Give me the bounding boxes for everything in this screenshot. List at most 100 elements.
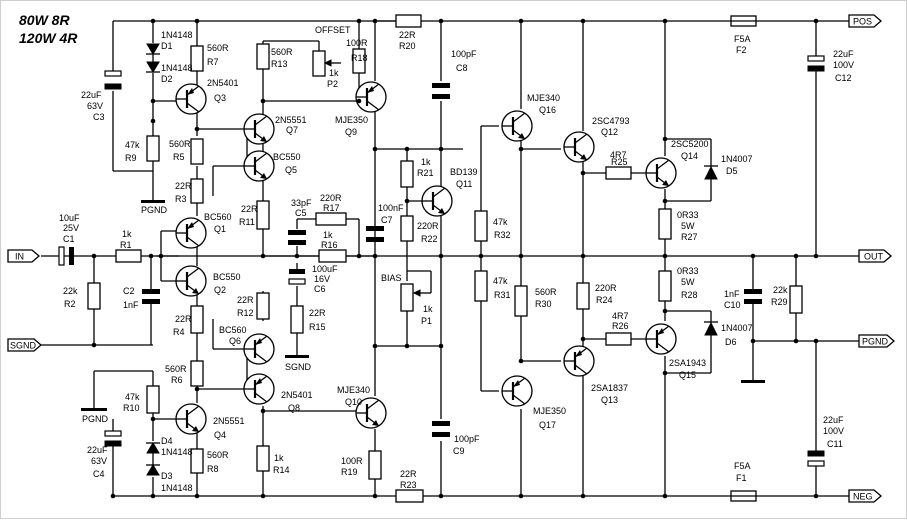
sgnd-symbol bbox=[285, 355, 309, 358]
r1-val: 1k bbox=[122, 229, 132, 239]
q14-ref: Q14 bbox=[681, 151, 698, 161]
r31-ref: R31 bbox=[494, 290, 511, 300]
resistor-r21 bbox=[400, 160, 414, 188]
r20-val: 22R bbox=[399, 30, 416, 40]
wires bbox=[41, 20, 861, 497]
transistor-q12 bbox=[562, 130, 596, 164]
out-port bbox=[858, 249, 892, 263]
r10-ref: R10 bbox=[123, 403, 140, 413]
q7-ref: Q7 bbox=[286, 125, 298, 135]
r6-val: 560R bbox=[165, 364, 187, 374]
p1-ref: P1 bbox=[421, 316, 432, 326]
transistor-q7 bbox=[242, 112, 276, 146]
f2-ref: F2 bbox=[736, 45, 747, 55]
q7-part: 2N5551 bbox=[275, 115, 307, 125]
resistor-r32 bbox=[474, 210, 488, 242]
q16-ref: Q16 bbox=[539, 105, 556, 115]
r11-val: 22R bbox=[241, 204, 258, 214]
c5-ref: C5 bbox=[295, 208, 307, 218]
r28-w: 5W bbox=[681, 277, 695, 287]
capacitor-c2 bbox=[142, 289, 160, 304]
capacitor-c5 bbox=[288, 230, 306, 245]
d4-part: 1N4148 bbox=[161, 447, 193, 457]
r1-ref: R1 bbox=[120, 240, 132, 250]
r30-ref: R30 bbox=[535, 299, 552, 309]
c6-v: 16V bbox=[314, 274, 330, 284]
q3-part: 2N5401 bbox=[207, 78, 239, 88]
f1-ref: F1 bbox=[736, 473, 747, 483]
r25-val: 4R7 bbox=[610, 150, 627, 160]
transistor-q1 bbox=[174, 216, 208, 250]
r23-val: 22R bbox=[400, 469, 417, 479]
q6-part: BC560 bbox=[219, 325, 247, 335]
q10-part: MJE340 bbox=[337, 385, 370, 395]
c7-val: 100nF bbox=[378, 203, 404, 213]
resistor-r19 bbox=[368, 450, 382, 480]
r10-val: 47k bbox=[125, 392, 140, 402]
resistor-r11 bbox=[256, 200, 270, 230]
d1-part: 1N4148 bbox=[161, 30, 193, 40]
capacitor-c11 bbox=[807, 450, 825, 467]
r17-val: 220R bbox=[320, 193, 342, 203]
r5-val: 560R bbox=[169, 139, 191, 149]
capacitor-c6 bbox=[288, 269, 306, 285]
transistor-q5 bbox=[242, 149, 276, 183]
r19-ref: R19 bbox=[341, 467, 358, 477]
q15-part: 2SA1943 bbox=[669, 358, 706, 368]
r3-ref: R3 bbox=[175, 194, 187, 204]
q12-part: 2SC4793 bbox=[592, 116, 630, 126]
resistor-r26 bbox=[605, 332, 632, 346]
r24-ref: R24 bbox=[596, 295, 613, 305]
c8-ref: C8 bbox=[456, 63, 468, 73]
c4-v: 63V bbox=[91, 456, 107, 466]
c1-ref: C1 bbox=[63, 234, 75, 244]
neg-port bbox=[848, 489, 882, 503]
resistor-r10 bbox=[146, 385, 160, 414]
r21-ref: R21 bbox=[417, 168, 434, 178]
q2-part: BC550 bbox=[213, 272, 241, 282]
title-line1: 80W 8R bbox=[19, 12, 70, 28]
title-line2: 120W 4R bbox=[19, 30, 78, 46]
resistor-r25 bbox=[605, 166, 632, 180]
r15-val: 22R bbox=[309, 308, 326, 318]
offset-label: OFFSET bbox=[315, 25, 351, 35]
capacitor-c7 bbox=[366, 226, 384, 242]
resistor-r15 bbox=[290, 305, 304, 334]
diodes bbox=[146, 43, 718, 476]
q11-ref: Q11 bbox=[456, 179, 472, 189]
r13-val: 560R bbox=[271, 47, 293, 57]
d5-part: 1N4007 bbox=[721, 154, 753, 164]
r25-ref: R25 bbox=[611, 157, 628, 167]
component-labels: 1N4148 D1 1N4148 D2 22uF 63V C3 47k R9 5… bbox=[59, 25, 854, 493]
r24-val: 220R bbox=[595, 283, 617, 293]
r22-val: 220R bbox=[417, 221, 439, 231]
r9-ref: R9 bbox=[125, 153, 137, 163]
transistor-q4 bbox=[174, 402, 208, 436]
q17-ref: Q17 bbox=[539, 420, 556, 430]
r32-ref: R32 bbox=[494, 230, 511, 240]
capacitor-c12 bbox=[807, 55, 825, 72]
resistor-r13 bbox=[256, 43, 270, 70]
c10-ref: C10 bbox=[724, 300, 741, 310]
transistor-q2 bbox=[174, 264, 208, 298]
r15-ref: R15 bbox=[309, 322, 326, 332]
r7-ref: R7 bbox=[207, 57, 219, 67]
q5-ref: Q5 bbox=[285, 165, 297, 175]
r8-val: 560R bbox=[207, 450, 229, 460]
r28-ref: R28 bbox=[681, 290, 698, 300]
q8-part: 2N5401 bbox=[281, 390, 313, 400]
r7-val: 560R bbox=[207, 43, 229, 53]
p1-val: 1k bbox=[423, 304, 433, 314]
p2-val: 1k bbox=[329, 68, 339, 78]
c6-ref: C6 bbox=[314, 284, 326, 294]
c2-val: 1nF bbox=[123, 300, 139, 310]
q13-ref: Q13 bbox=[601, 395, 618, 405]
r30-val: 560R bbox=[535, 287, 557, 297]
resistor-r7 bbox=[190, 45, 204, 72]
r18-val: 100R bbox=[346, 38, 368, 48]
resistor-r20 bbox=[395, 14, 422, 28]
transistor-q6 bbox=[242, 332, 276, 366]
sgnd-label: SGND bbox=[285, 362, 312, 372]
